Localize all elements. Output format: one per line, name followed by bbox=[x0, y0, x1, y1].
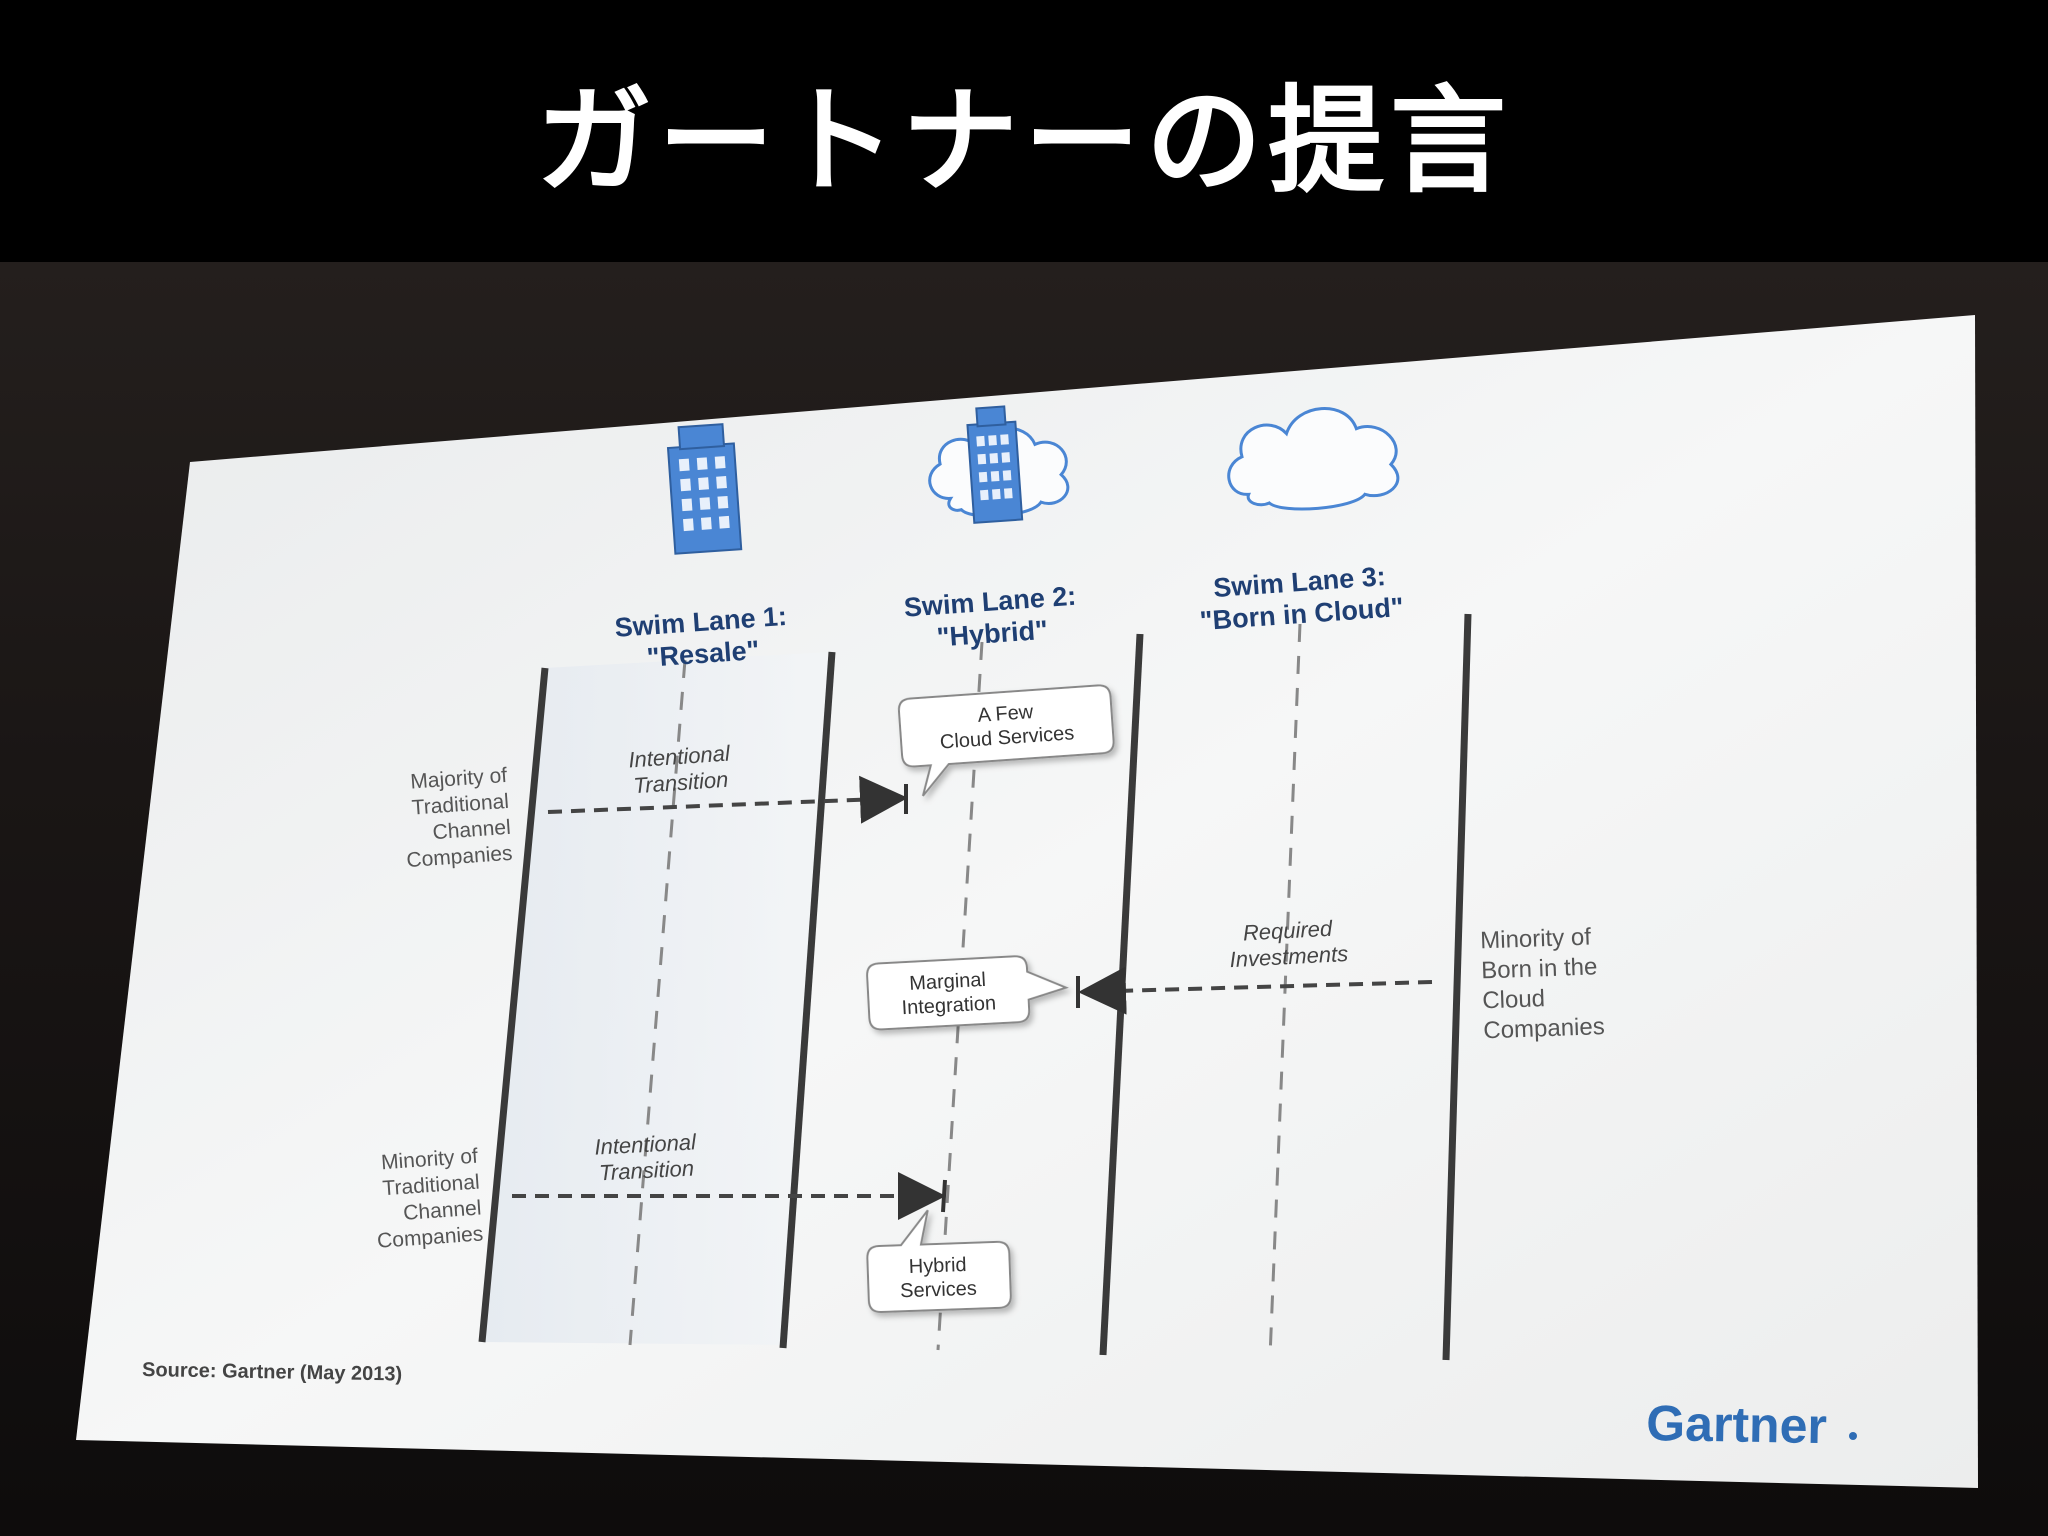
header-bar: ガートナーの提言 bbox=[0, 0, 2048, 262]
right-label-1: Minority of bbox=[1480, 924, 1592, 955]
lane-boundary-4 bbox=[1442, 613, 1472, 1361]
bottom-arrow-label-1: Intentional bbox=[594, 1129, 698, 1159]
hybrid-callout-1: Hybrid bbox=[908, 1254, 967, 1278]
right-label-3: Cloud bbox=[1482, 985, 1546, 1014]
page-title: ガートナーの提言 bbox=[536, 74, 1512, 209]
bottom-arrow-label-2: Transition bbox=[598, 1155, 694, 1185]
few-cloud-callout-1: A Few bbox=[977, 701, 1035, 727]
building-icon bbox=[666, 423, 743, 555]
right-label-2: Born in the bbox=[1481, 953, 1598, 984]
source-caption: Source: Gartner (May 2013) bbox=[142, 1359, 402, 1386]
few-cloud-services-callout bbox=[897, 684, 1115, 797]
lane-boundary-1 bbox=[478, 667, 549, 1343]
gartner-logo-dot bbox=[1849, 1432, 1857, 1440]
hybrid-services-callout bbox=[866, 1209, 1012, 1313]
lane-center-3 bbox=[1268, 623, 1302, 1358]
middle-arrow-label-2: Investments bbox=[1229, 941, 1349, 972]
marginal-callout-2: Integration bbox=[901, 992, 997, 1019]
gartner-logo: Gartner bbox=[1646, 1395, 1828, 1454]
middle-arrow-label-1: Required bbox=[1242, 916, 1333, 946]
majority-label-3: Channel bbox=[432, 816, 512, 844]
building-in-cloud-icon bbox=[928, 405, 1070, 524]
minority-label-3: Channel bbox=[403, 1196, 483, 1224]
required-investments-arrow bbox=[1078, 966, 1433, 1015]
hybrid-callout-2: Services bbox=[900, 1278, 977, 1303]
lane-boundary-2 bbox=[779, 651, 836, 1349]
bottom-arrow-endcap bbox=[941, 1179, 947, 1213]
cloud-icon bbox=[1227, 406, 1400, 511]
right-label-4: Companies bbox=[1483, 1013, 1605, 1044]
marginal-integration-callout bbox=[866, 955, 1069, 1031]
marginal-callout-1: Marginal bbox=[909, 969, 987, 995]
lane1-shade bbox=[482, 652, 830, 1345]
top-transition-arrow bbox=[547, 775, 908, 824]
